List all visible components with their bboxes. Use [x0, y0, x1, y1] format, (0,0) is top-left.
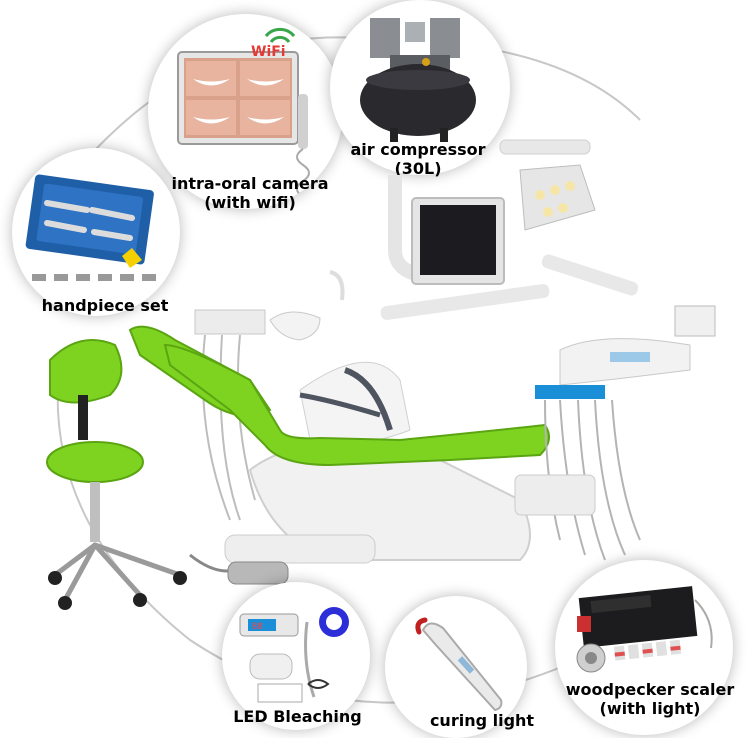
handpiece-kit-icon [25, 174, 156, 281]
camera-monitor-icon [177, 27, 310, 198]
bleaching-callout: 88 [222, 582, 370, 730]
handpiece-label: handpiece set [41, 296, 169, 315]
curing-callout [385, 596, 527, 738]
compressor-callout [330, 0, 510, 175]
dental-stool [46, 339, 187, 610]
scaler-callout [555, 560, 733, 735]
bleaching-label: LED Bleaching [233, 707, 362, 726]
handpiece-callout [12, 148, 180, 316]
compressor-icon [360, 18, 476, 142]
scaler-kit-icon [576, 586, 713, 673]
scaler-label: woodpecker scaler (with light) [565, 680, 735, 718]
svg-text:88: 88 [252, 622, 263, 632]
compressor-label: air compressor (30L) [350, 140, 486, 178]
camera-label: intra-oral camera (with wifi) [171, 174, 329, 212]
bleaching-kit-icon: 88 [239, 607, 349, 703]
wifi-badge: WiFi [251, 44, 286, 60]
curing-light-icon [415, 617, 503, 712]
camera-callout: WiFi [148, 14, 343, 209]
curing-label: curing light [429, 711, 535, 730]
